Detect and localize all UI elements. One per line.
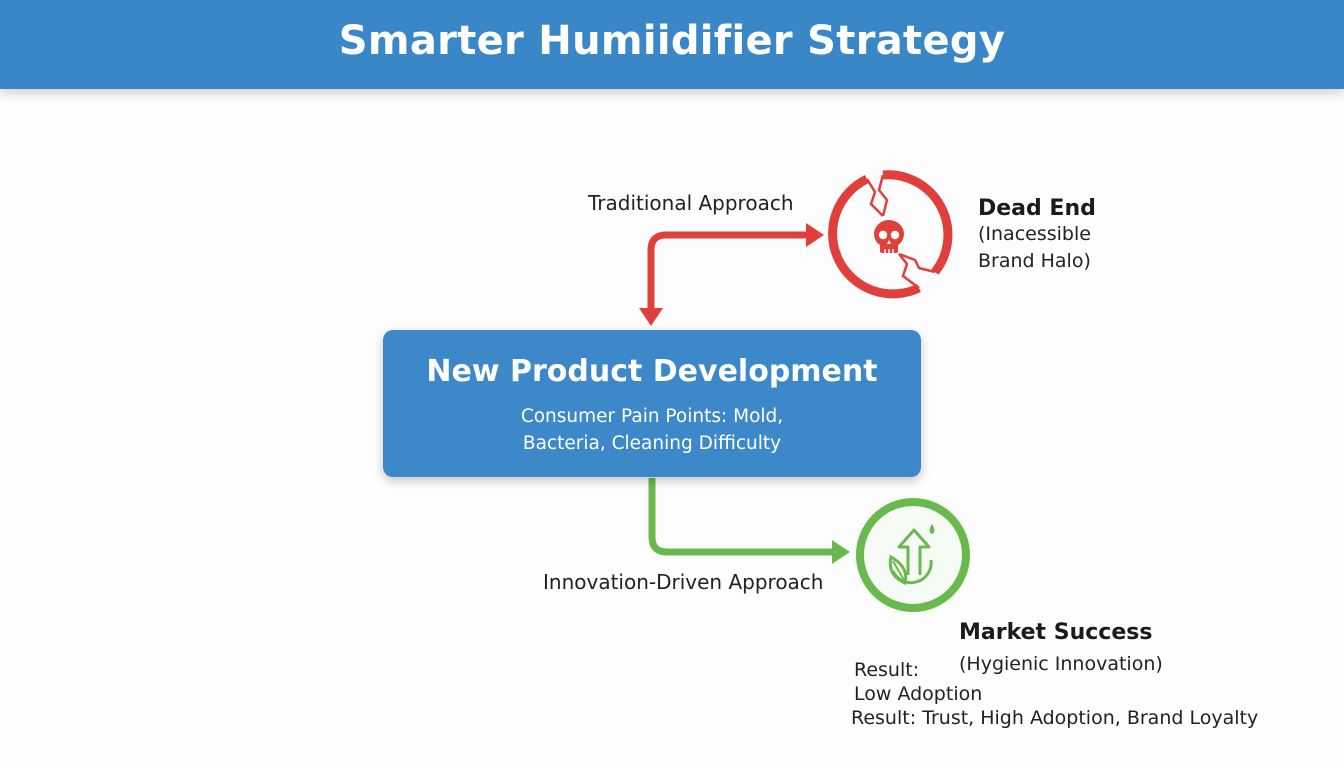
center-node-subtitle-line2: Bacteria, Cleaning Difficulty	[522, 433, 782, 454]
title-banner: Smarter Humiidifier Strategy	[0, 0, 1344, 89]
new-product-development-node: New Product Development Consumer Pain Po…	[383, 330, 921, 477]
center-node-subtitle-line1: Consumer Pain Points: Mold,	[520, 406, 784, 427]
traditional-result-value: Low Adoption	[854, 683, 983, 705]
center-node-title: New Product Development	[426, 354, 878, 389]
traditional-result-label: Result:	[854, 659, 920, 681]
market-success-title: Market Success	[959, 620, 1153, 645]
dead-end-title: Dead End	[978, 196, 1096, 221]
dead-end-subtitle-line2: Brand Halo)	[978, 250, 1091, 272]
traditional-arrow	[639, 223, 824, 326]
innovation-arrow	[648, 478, 850, 564]
page-title: Smarter Humiidifier Strategy	[338, 17, 1006, 64]
broken-circle-skull-icon	[828, 170, 953, 299]
growth-arrow-leaf-droplet-icon	[853, 495, 973, 615]
dead-end-outcome: Dead End (Inacessible Brand Halo)	[978, 196, 1096, 275]
dead-end-subtitle-line1: (Inacessible	[978, 223, 1091, 245]
innovation-approach-label: Innovation-Driven Approach	[543, 570, 824, 594]
innovation-result: Result: Trust, High Adoption, Brand Loya…	[851, 707, 1259, 729]
market-success-subtitle: (Hygienic Innovation)	[959, 653, 1163, 675]
traditional-approach-label: Traditional Approach	[588, 191, 794, 215]
